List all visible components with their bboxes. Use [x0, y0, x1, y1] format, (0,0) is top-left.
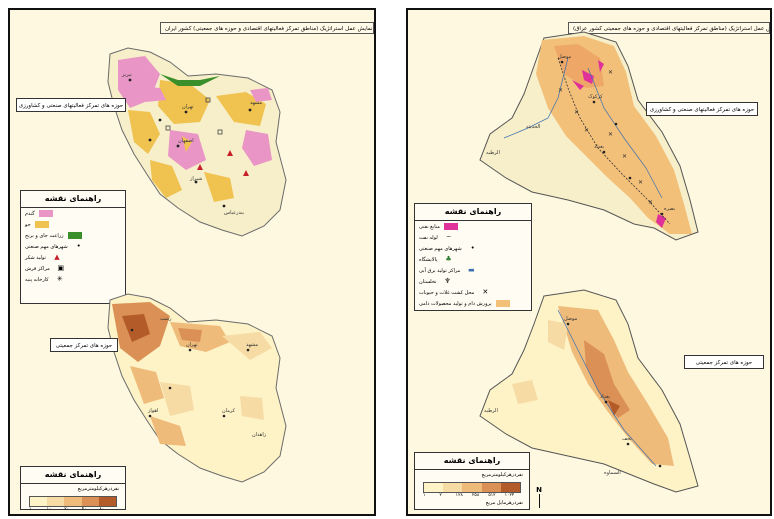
iran-economic-legend: راهنمای نقشه گندم جو زراعت جای و برنج •ش… — [20, 190, 126, 304]
legend-item-carpet: ▣مراکز فرش — [21, 263, 125, 274]
dot-icon: • — [470, 244, 475, 252]
iraq-economic-map: موصل کرکوک بغداد بصره الحدیثه الرطبه ✕ ✕ ✕… — [479, 31, 699, 241]
svg-text:✕: ✕ — [638, 179, 643, 186]
svg-text:✕: ✕ — [622, 153, 627, 160]
place-haditha: الحدیثه — [526, 124, 540, 130]
place-tehran-2: تهران — [186, 342, 198, 348]
svg-text:✕: ✕ — [574, 109, 579, 116]
tea-rice-swatch — [67, 232, 82, 239]
place-mashhad: مشهد — [250, 100, 262, 106]
legend-title: راهنمای نقشه — [415, 204, 531, 221]
place-isfahan: اصفهان — [178, 138, 194, 144]
svg-text:✕: ✕ — [608, 131, 613, 138]
legend-item-oil-resources: منابع نفتی — [415, 221, 531, 232]
place-zahedan: زاهدان — [252, 432, 267, 438]
cross-icon: ✕ — [482, 288, 489, 296]
place-shiraz: شیراز — [189, 176, 202, 182]
wheat-swatch — [38, 210, 53, 217]
legend-item-refinery: ♣پالایشگاه — [415, 254, 531, 265]
legend-item-hydro: ▬مراکز تولید برق آبی — [415, 265, 531, 276]
iran-economic-label: حوزه های تمرکز فعالیتهای صنعتی و کشاورزی — [16, 98, 126, 112]
legend-item-palm: ♆نخلستان — [415, 276, 531, 287]
legend-title: راهنمای نقشه — [21, 191, 125, 208]
asterisk-icon: ✳ — [56, 275, 63, 283]
place-rutba-2: الرطبه — [484, 408, 498, 414]
oil-swatch — [443, 223, 458, 230]
legend-item-cotton: ✳کارخانه پنبه — [21, 274, 125, 285]
place-samawa: السماوه — [604, 470, 621, 476]
legend-item-barley: جو — [21, 219, 125, 230]
iran-population-label: حوزه های تمرکز جمعیتی — [50, 338, 118, 352]
place-tabriz: تبریز — [121, 72, 132, 78]
place-najaf: نجف — [622, 436, 632, 442]
iraq-economic-label: حوزه های تمرکز فعالیتهای صنعتی و کشاورزی — [646, 102, 758, 116]
svg-text:✕: ✕ — [648, 199, 653, 206]
iran-agriculture-map: تهران مشهد اصفهان تبریز شیراز بندرعباس — [107, 47, 287, 237]
iran-map-page: نقشه شماره ۴: نمایش عمل استراتژیک (مناطق… — [8, 8, 376, 516]
place-rutba: الرطبه — [486, 150, 500, 156]
iraq-population-label: حوزه های تمرکز جمعیتی — [684, 355, 764, 369]
pipeline-icon: ┄ — [446, 233, 451, 241]
place-bandar: بندرعباس — [224, 210, 244, 216]
iran-population-map: تهران مشهد کرمان اهواز زاهدان رشت — [107, 293, 287, 483]
refinery-icon: ♣ — [445, 255, 452, 263]
density-caption-km: نفردرهرکیلومترمربع — [481, 472, 523, 478]
dot-icon: • — [76, 242, 81, 250]
triangle-icon: ▲ — [54, 253, 60, 261]
density-legend-title: راهنمای نقشه — [21, 467, 125, 484]
place-mosul-2: موصل — [564, 316, 578, 322]
square-icon: ▣ — [57, 264, 65, 272]
place-kirkuk: کرکوک — [588, 93, 603, 100]
place-mashhad-2: مشهد — [246, 342, 258, 348]
legend-item-grain: ✕محل کشت غلات و حبوبات — [415, 287, 531, 298]
iraq-map-page: نقشه شماره ۳: نمایش عمل استراتژیک (مناطق… — [406, 8, 772, 516]
svg-text:✕: ✕ — [558, 87, 563, 94]
iraq-economic-legend: راهنمای نقشه منابع نفتی ┄لوله نفت •شهرها… — [414, 203, 532, 311]
iraq-map-title: نقشه شماره ۳: نمایش عمل استراتژیک (مناطق… — [568, 22, 770, 34]
density-color-scale — [29, 496, 117, 507]
svg-text:✕: ✕ — [584, 127, 589, 134]
iraq-population-map: بغداد موصل نجف السماوه الرطبه — [479, 289, 699, 493]
hydro-icon: ▬ — [468, 266, 475, 274]
place-ahvaz: اهواز — [147, 408, 158, 414]
place-kerman: کرمان — [222, 408, 236, 414]
place-rasht: رشت — [160, 316, 172, 322]
legend-item-industrial-cities: •شهرهای مهم صنعتی — [415, 243, 531, 254]
legend-item-sugar: ▲تولید شکر — [21, 252, 125, 263]
density-caption-mile: نفردرهرمایل مربع — [485, 500, 523, 506]
north-arrow-icon: N — [534, 486, 544, 508]
legend-item-pipeline: ┄لوله نفت — [415, 232, 531, 243]
density-legend-title: راهنمای نقشه — [415, 453, 529, 470]
legend-item-livestock: پرورش دام و تولید محصولات دامی — [415, 298, 531, 309]
density-caption: نفردرهرکیلومترمربع — [77, 486, 119, 492]
legend-item-industrial-cities: •شهرهای مهم صنعتی — [21, 241, 125, 252]
density-color-scale — [423, 482, 521, 493]
iran-map-title: نقشه شماره ۴: نمایش عمل استراتژیک (مناطق… — [160, 22, 374, 34]
legend-item-wheat: گندم — [21, 208, 125, 219]
place-baghdad: بغداد — [594, 144, 604, 150]
palm-icon: ♆ — [444, 277, 451, 285]
place-basra: بصره — [664, 206, 675, 212]
svg-text:✕: ✕ — [608, 69, 613, 76]
legend-item-tea-rice: زراعت جای و برنج — [21, 230, 125, 241]
livestock-swatch — [495, 300, 510, 307]
place-mosul: موصل — [558, 54, 572, 60]
barley-swatch — [34, 221, 49, 228]
place-tehran: تهران — [182, 104, 194, 110]
place-baghdad-2: بغداد — [600, 394, 610, 400]
